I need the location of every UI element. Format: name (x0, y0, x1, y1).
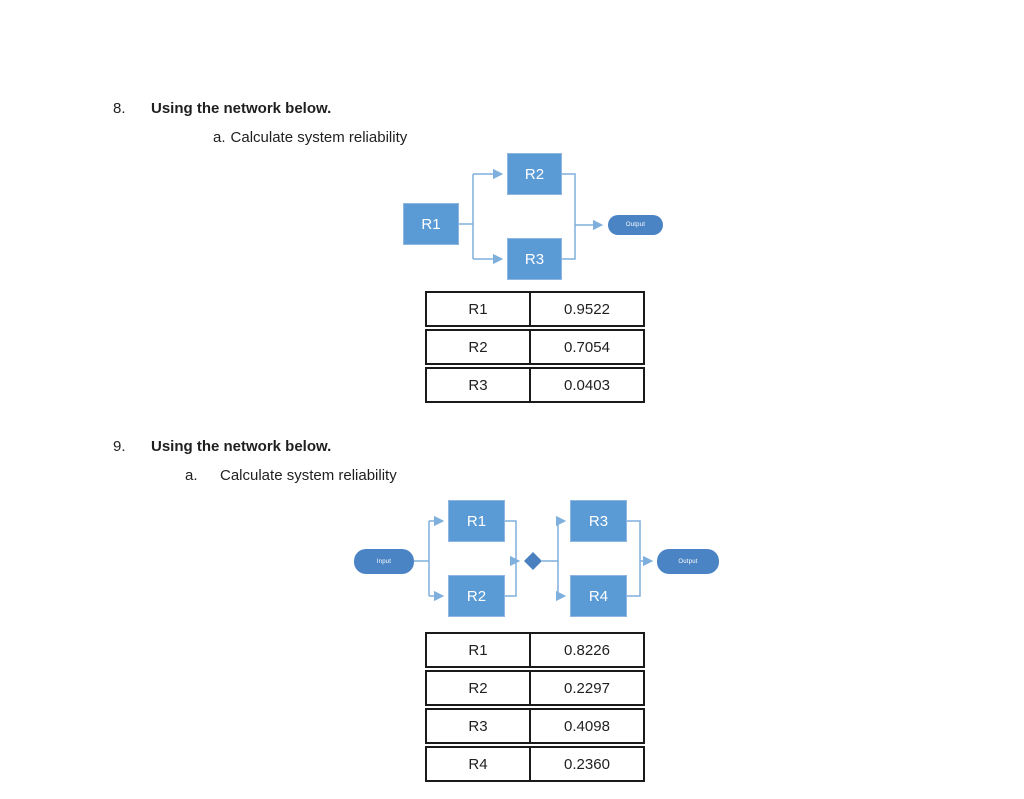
node-r3-label: R3 (588, 512, 609, 530)
node-r2-label: R2 (524, 165, 545, 183)
value-cell: 0.0403 (564, 376, 610, 394)
component-cell: R2 (427, 672, 531, 704)
table-row: R2 0.2297 (425, 670, 645, 706)
component-cell: R2 (427, 331, 531, 363)
node-r2: R2 (448, 575, 505, 617)
value-cell: 0.8226 (564, 641, 610, 659)
question-9-number: 9. (113, 438, 126, 455)
value-cell: 0.2360 (564, 755, 610, 773)
value-cell: 0.4098 (564, 717, 610, 735)
question-9-subitem-text: Calculate system reliability (220, 467, 397, 484)
connector-lines (459, 168, 604, 265)
component-cell: R1 (427, 293, 531, 325)
reliability-table-q8: R1 0.9522 R2 0.7054 R3 0.0403 (425, 291, 645, 405)
node-r3: R3 (570, 500, 627, 542)
network-diagram-q8: R1 R2 R3 Output (390, 145, 680, 295)
reliability-table-q9: R1 0.8226 R2 0.2297 R3 0.4098 R4 0.2360 (425, 632, 645, 784)
node-r1-label: R1 (421, 215, 441, 233)
component-cell: R1 (427, 634, 531, 666)
table-row: R1 0.8226 (425, 632, 645, 668)
table-row: R3 0.0403 (425, 367, 645, 403)
table-row: R2 0.7054 (425, 329, 645, 365)
output-terminal-label: Output (678, 558, 698, 565)
output-terminal: Output (657, 549, 719, 574)
value-cell: 0.7054 (564, 338, 610, 356)
node-r3-label: R3 (524, 250, 545, 268)
question-8-number: 8. (113, 100, 126, 117)
node-r3: R3 (507, 238, 562, 280)
node-r1-label: R1 (466, 512, 487, 530)
merge-diamond (524, 552, 542, 570)
table-row: R1 0.9522 (425, 291, 645, 327)
input-terminal-label: Input (376, 558, 392, 565)
output-terminal-label: Output (625, 222, 646, 228)
question-8-subitem-text: Calculate system reliability (230, 129, 408, 146)
node-r4-label: R4 (588, 587, 609, 605)
question-8-subitem: a.Calculate system reliability (213, 129, 407, 146)
component-cell: R3 (427, 710, 531, 742)
node-r1: R1 (403, 203, 459, 245)
input-terminal: Input (354, 549, 414, 574)
table-row: R3 0.4098 (425, 708, 645, 744)
component-cell: R3 (427, 369, 531, 401)
value-cell: 0.2297 (564, 679, 610, 697)
output-terminal: Output (608, 215, 663, 235)
question-8-subitem-label: a. (213, 129, 226, 146)
node-r4: R4 (570, 575, 627, 617)
question-9-subitem-label: a. (185, 467, 198, 484)
question-8-title: Using the network below. (151, 100, 332, 117)
node-r2-label: R2 (466, 587, 487, 605)
table-row: R4 0.2360 (425, 746, 645, 782)
connector-lines (414, 515, 654, 602)
node-r1: R1 (448, 500, 505, 542)
node-r2: R2 (507, 153, 562, 195)
network-diagram-q9: Input R1 R2 R3 R4 Output (350, 495, 725, 625)
component-cell: R4 (427, 748, 531, 780)
question-9-title: Using the network below. (151, 438, 332, 455)
value-cell: 0.9522 (564, 300, 610, 318)
